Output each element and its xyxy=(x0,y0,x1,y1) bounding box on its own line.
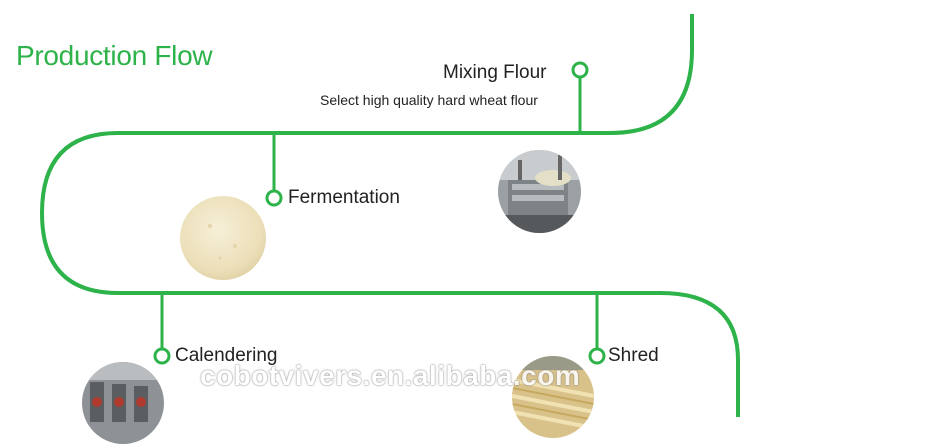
dough-photo xyxy=(180,196,266,280)
step-mixing-label: Mixing Flour xyxy=(443,62,546,84)
node-calendering xyxy=(155,349,169,363)
node-mixing xyxy=(573,63,587,77)
step-fermentation-label: Fermentation xyxy=(288,187,400,209)
node-fermentation xyxy=(267,191,281,205)
step-mixing-description: Select high quality hard wheat flour xyxy=(320,92,538,108)
watermark: cobotvivers.en.alibaba.com xyxy=(200,360,580,392)
step-shred-label: Shred xyxy=(608,345,659,367)
node-shred xyxy=(590,349,604,363)
calendering-machine-photo xyxy=(82,362,164,444)
mixing-machine-photo xyxy=(498,150,581,233)
